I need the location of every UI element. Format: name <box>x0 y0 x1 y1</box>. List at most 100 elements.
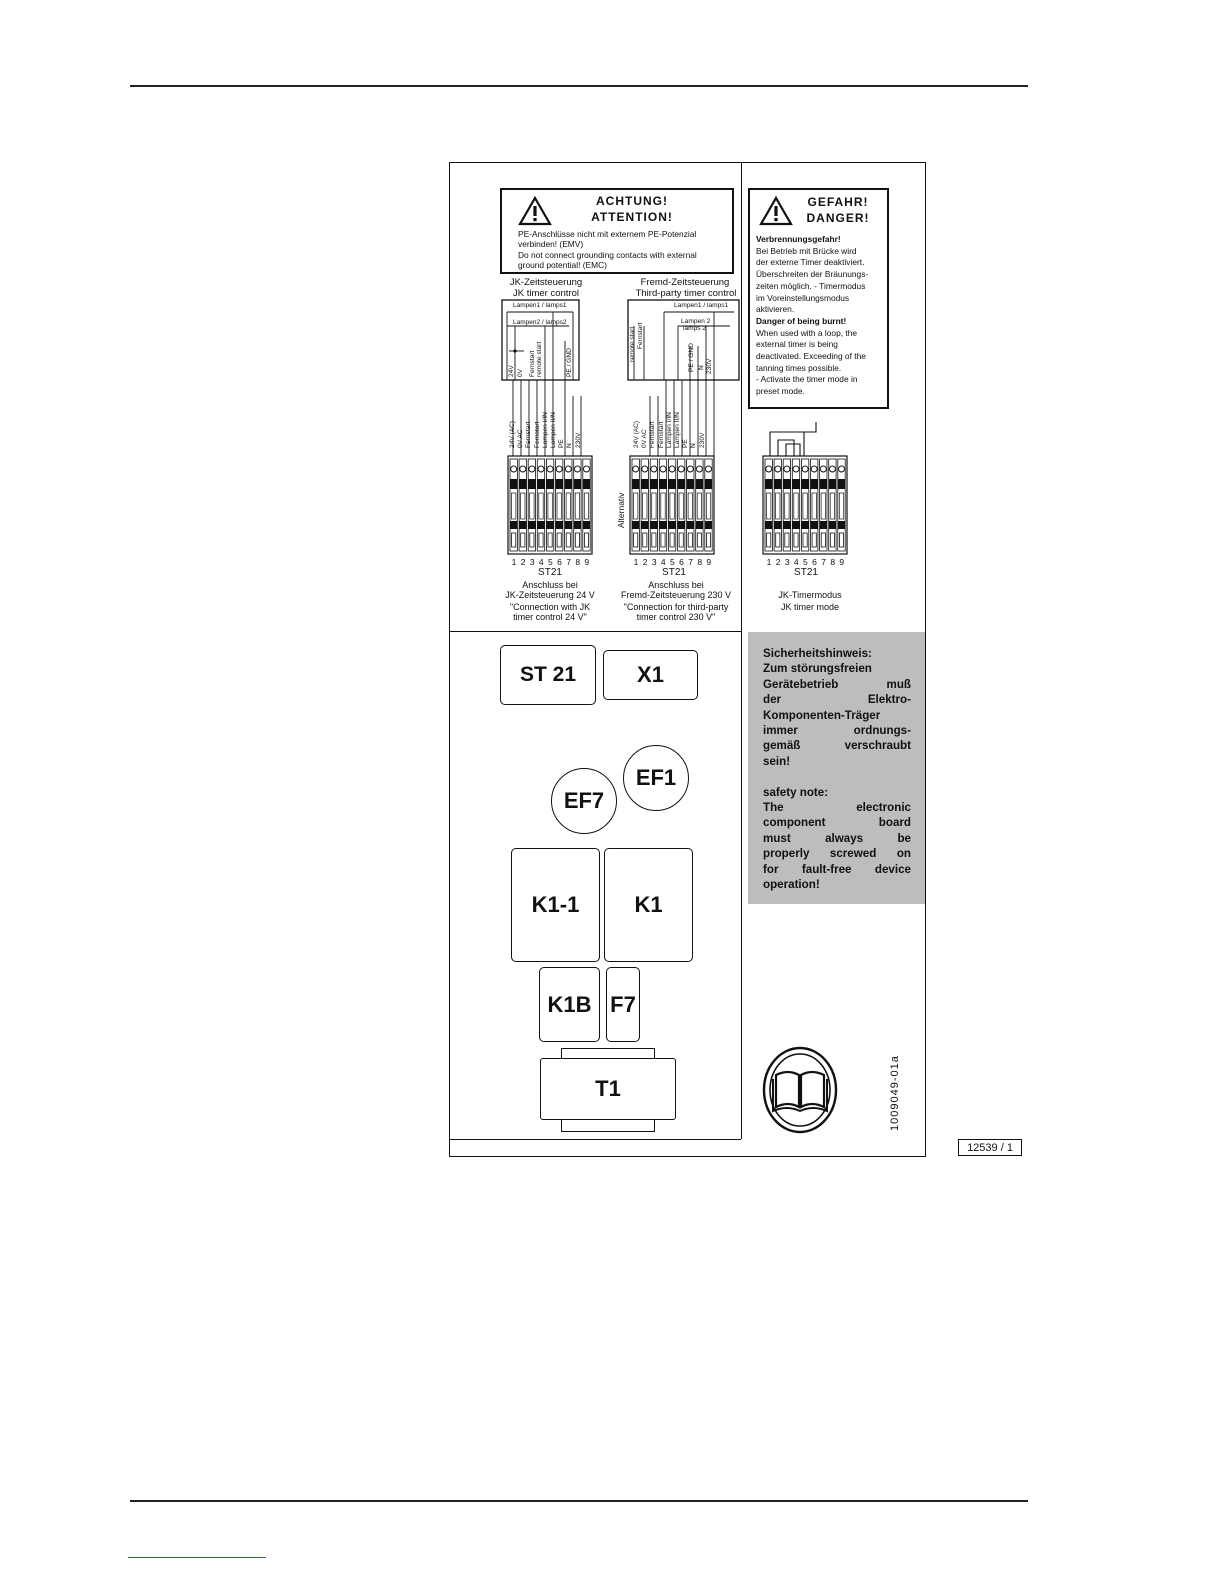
safety-note-line: der Elektro- <box>763 693 911 707</box>
f7-fuse: F7 <box>606 967 640 1042</box>
reference-number: 12539 / 1 <box>958 1139 1022 1156</box>
terminal-slot <box>686 458 695 552</box>
danger-title-de: GEFAHR! <box>807 195 869 209</box>
jk-heading-de: JK-Zeitsteuerung <box>509 277 583 288</box>
wire-label: Fernstart <box>525 421 533 448</box>
tp-pin-230v: 230V <box>706 358 713 374</box>
tp-caption-line: Anschluss bei <box>648 580 704 590</box>
tp-terminal-name: ST21 <box>662 567 686 578</box>
danger-line: deactivated. Exceeding of the <box>756 351 866 361</box>
ef7-fuse: EF7 <box>551 768 617 834</box>
terminal-slot <box>640 458 649 552</box>
terminal-slot <box>704 458 713 552</box>
wire-label: 230V <box>574 432 582 448</box>
third-party-wiring-diagram <box>627 299 740 456</box>
alternative-label: Alternativ <box>616 492 626 528</box>
tp-lamps1-label: Lampen1 / lamps1 <box>674 302 729 309</box>
terminal-number: 7 <box>566 557 571 567</box>
st21-connector: ST 21 <box>500 645 596 705</box>
tp-pin-n: N <box>698 365 705 370</box>
wire-label: Lampen I/IN <box>665 412 673 448</box>
danger-line: der externe Timer deaktiviert. <box>756 257 865 268</box>
terminal-number: 3 <box>784 557 790 567</box>
tp-lamps2a-label: Lampen 2 <box>681 318 711 325</box>
terminal-number: 8 <box>830 557 836 567</box>
wire-label: PE <box>682 439 690 448</box>
safety-note-line: immer ordnungs- <box>763 724 911 737</box>
terminal-number: 5 <box>803 557 808 567</box>
safety-note-line: must always be <box>763 831 911 845</box>
jk-pin-24v: 24V <box>508 365 515 377</box>
terminal-number: 7 <box>688 557 693 567</box>
terminal-number: 3 <box>529 557 535 567</box>
footer-rule <box>130 1500 1028 1502</box>
danger-line: aktivieren. <box>756 304 795 315</box>
terminal-slot <box>582 458 591 552</box>
tp-pin-pe-gnd: PE / GND <box>688 343 695 372</box>
tp-pin-remote-start: remote start <box>629 326 636 362</box>
danger-line: preset mode. <box>756 386 805 397</box>
jk-pin-fernstart: Fernstart remote start <box>529 341 543 377</box>
timer-mode-bridge-diagram <box>769 422 817 456</box>
terminal-slot <box>555 458 564 552</box>
jk-lamps1-label: Lampen1 / lamps1 <box>513 302 567 309</box>
terminal-block-st21 <box>507 455 593 555</box>
safety-note-line: safety note: <box>763 785 829 799</box>
danger-warning-box: GEFAHR! DANGER! Verbrennungsgefahr!Bei B… <box>748 188 889 409</box>
danger-line: When used with a loop, the <box>756 327 858 338</box>
terminal-number: 7 <box>821 557 826 567</box>
danger-line: Verbrennungsgefahr! <box>756 234 841 244</box>
tp-caption-line: timer control 230 V" <box>636 612 716 622</box>
terminal-number: 6 <box>812 557 817 567</box>
ef1-fuse: EF1 <box>623 745 689 811</box>
footer-link-line[interactable] <box>128 1557 266 1558</box>
terminal-slot <box>631 458 640 552</box>
attention-line: verbinden! (EMV) <box>518 239 584 249</box>
danger-line: - Activate the timer mode in <box>756 374 858 385</box>
danger-line: Überschreiten der Bräunungs- <box>756 269 869 280</box>
tp-caption-line: "Connection for third-party <box>623 602 729 612</box>
terminal-slot <box>773 458 782 552</box>
terminal-slot <box>564 458 573 552</box>
warning-triangle-icon <box>518 196 552 226</box>
danger-line: external timer is being <box>756 339 838 350</box>
danger-line: tanning times possible. <box>756 362 842 373</box>
terminal-number: 1 <box>511 557 517 567</box>
terminal-number: 6 <box>557 557 562 567</box>
terminal-slot <box>801 458 810 552</box>
jk-lamps2-label: Lampen2 / lamps2 <box>513 319 567 326</box>
wire-label: Fernstart <box>533 421 541 448</box>
danger-line: Bei Betrieb mit Brücke wird <box>756 245 857 256</box>
terminal-slot <box>819 458 828 552</box>
terminal-number: 1 <box>633 557 639 567</box>
jk-pin-pe-gnd: PE / GND <box>566 348 573 377</box>
jk-caption-line: JK-Zeitsteuerung 24 V <box>505 590 595 600</box>
terminal-slot <box>536 458 546 552</box>
warning-triangle-icon <box>759 196 793 226</box>
terminal-number: 1 <box>766 557 772 567</box>
terminal-slot <box>509 458 518 552</box>
safety-note-line: sein! <box>763 754 791 768</box>
danger-line: Danger of being burnt! <box>756 315 847 326</box>
wire-label: Fernstart <box>649 421 657 448</box>
t1-transformer: T1 <box>540 1058 676 1120</box>
terminal-number: 2 <box>520 557 526 567</box>
attention-line: ground potential! (EMC) <box>518 260 607 270</box>
terminal-slot <box>546 458 555 552</box>
danger-line: zeiten möglich. - Timermodus <box>756 280 866 291</box>
wire-label: 0V AC <box>641 429 649 448</box>
terminal-slot <box>668 458 677 552</box>
terminal-number: 8 <box>697 557 703 567</box>
wire-label: N <box>690 443 698 448</box>
attention-warning-box: ACHTUNG! ATTENTION! PE-Anschlüsse nicht … <box>500 188 734 274</box>
terminal-number: 2 <box>642 557 648 567</box>
safety-note-line: Gerätebetrieb muß <box>763 677 911 691</box>
k1b-relay: K1B <box>539 967 600 1042</box>
third-party-heading-en: Third-party timer control <box>635 288 737 299</box>
panel-horizontal-divider <box>449 631 741 632</box>
terminal-slot <box>677 458 686 552</box>
tp-pin-fernstart: Fernstart <box>637 322 644 349</box>
safety-note-line: Komponenten-Träger <box>763 708 881 722</box>
safety-note-line: Zum störungsfreien <box>763 662 872 676</box>
